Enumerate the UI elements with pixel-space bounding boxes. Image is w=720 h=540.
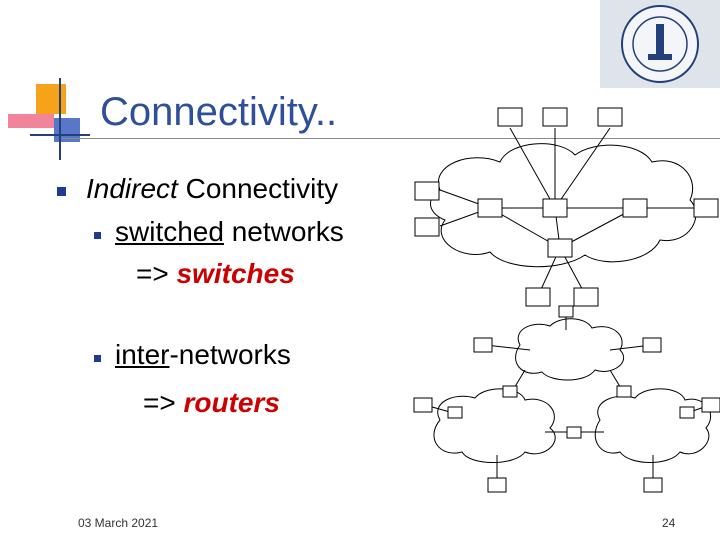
sub-bullet-rest: -networks	[169, 339, 291, 370]
title-divider	[62, 138, 720, 139]
routers-line: => routers	[143, 387, 280, 419]
sub-bullet-marker	[94, 355, 101, 362]
page-number: 24	[662, 516, 676, 530]
university-logo	[600, 0, 720, 88]
title-decoration	[0, 70, 100, 170]
sub-bullet-switched-networks: switched networks	[115, 216, 344, 248]
sub-bullet-internetworks: inter-networks	[115, 339, 291, 371]
switches-line: => switches	[136, 258, 295, 290]
arrow-text: =>	[143, 387, 184, 418]
slide-title: Connectivity..	[100, 90, 338, 134]
logo-seal-icon	[621, 5, 699, 83]
sub-bullet-marker	[94, 232, 101, 239]
bullet-indirect-connectivity: Indirect Connectivity	[86, 173, 338, 205]
sub-bullet-rest: networks	[223, 216, 344, 247]
bullet-italic-text: Indirect	[86, 173, 178, 204]
underlined-word: inter	[115, 339, 170, 370]
footer-date: 03 March 2021	[78, 516, 159, 530]
highlight-switches: switches	[176, 258, 295, 289]
switched-network-diagram	[414, 107, 719, 307]
underlined-word: switched	[115, 216, 224, 247]
bullet-marker	[57, 187, 66, 196]
highlight-routers: routers	[183, 387, 280, 418]
internetwork-diagram	[413, 305, 720, 493]
arrow-text: =>	[136, 258, 177, 289]
bullet-rest-text: Connectivity	[177, 173, 339, 204]
